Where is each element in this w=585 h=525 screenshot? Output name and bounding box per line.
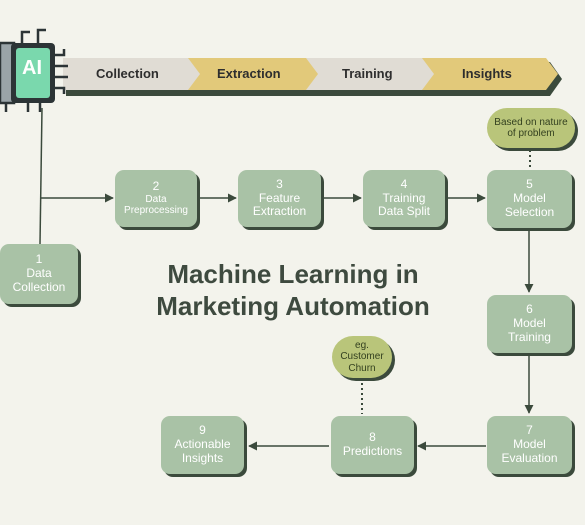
step-number: 9 [199, 423, 206, 438]
banner-label-collection: Collection [96, 66, 159, 81]
step-1-data-collection: 1 Data Collection [0, 244, 78, 304]
line-logo-to-step1 [39, 107, 43, 245]
step-number: 8 [369, 430, 376, 445]
ai-chip-icon [0, 28, 68, 112]
step-label: Training Data Split [377, 190, 431, 219]
step-label: Model Evaluation [501, 437, 558, 465]
note-model-selection: Based on nature of problem [487, 108, 575, 148]
step-number: 5 [526, 177, 533, 192]
banner-label-extraction: Extraction [217, 66, 281, 81]
banner-label-training: Training [342, 66, 393, 81]
step-number: 7 [526, 423, 533, 438]
step-7-model-evaluation: 7 Model Evaluation [487, 416, 572, 474]
step-2-data-preprocessing: 2 Data Preprocessing [115, 170, 197, 227]
step-label: Data Preprocessing [124, 193, 188, 217]
logo-text: AI [22, 57, 42, 79]
step-number: 1 [35, 252, 43, 267]
title-line-2: Marketing Automation [156, 291, 430, 321]
step-number: 3 [276, 176, 283, 191]
step-number: 6 [526, 302, 533, 317]
step-label: Feature Extraction [252, 190, 307, 219]
step-number: 2 [152, 179, 160, 194]
banner-segment-training [306, 58, 436, 90]
step-5-model-selection: 5 Model Selection [487, 170, 572, 228]
step-8-predictions: 8 Predictions [331, 416, 414, 474]
banner-segment-extraction [188, 58, 320, 90]
step-label: Model Training [508, 316, 551, 344]
title-line-1: Machine Learning in [167, 259, 419, 289]
step-6-model-training: 6 Model Training [487, 295, 572, 353]
step-3-feature-extraction: 3 Feature Extraction [238, 170, 321, 227]
banner-label-insights: Insights [462, 66, 512, 81]
step-label: Predictions [342, 444, 403, 458]
step-number: 4 [400, 176, 408, 191]
banner-segment-insights [422, 58, 558, 90]
step-label: Data Collection [12, 266, 66, 294]
banner-segment-collection [63, 58, 202, 90]
step-label: Actionable Insights [174, 437, 231, 465]
diagram-title: Machine Learning in Marketing Automation [118, 258, 468, 322]
note-predictions: eg. Customer Churn [332, 336, 392, 378]
step-4-training-data-split: 4 Training Data Split [363, 170, 445, 227]
step-9-actionable-insights: 9 Actionable Insights [161, 416, 244, 474]
step-label: Model Selection [504, 191, 555, 219]
